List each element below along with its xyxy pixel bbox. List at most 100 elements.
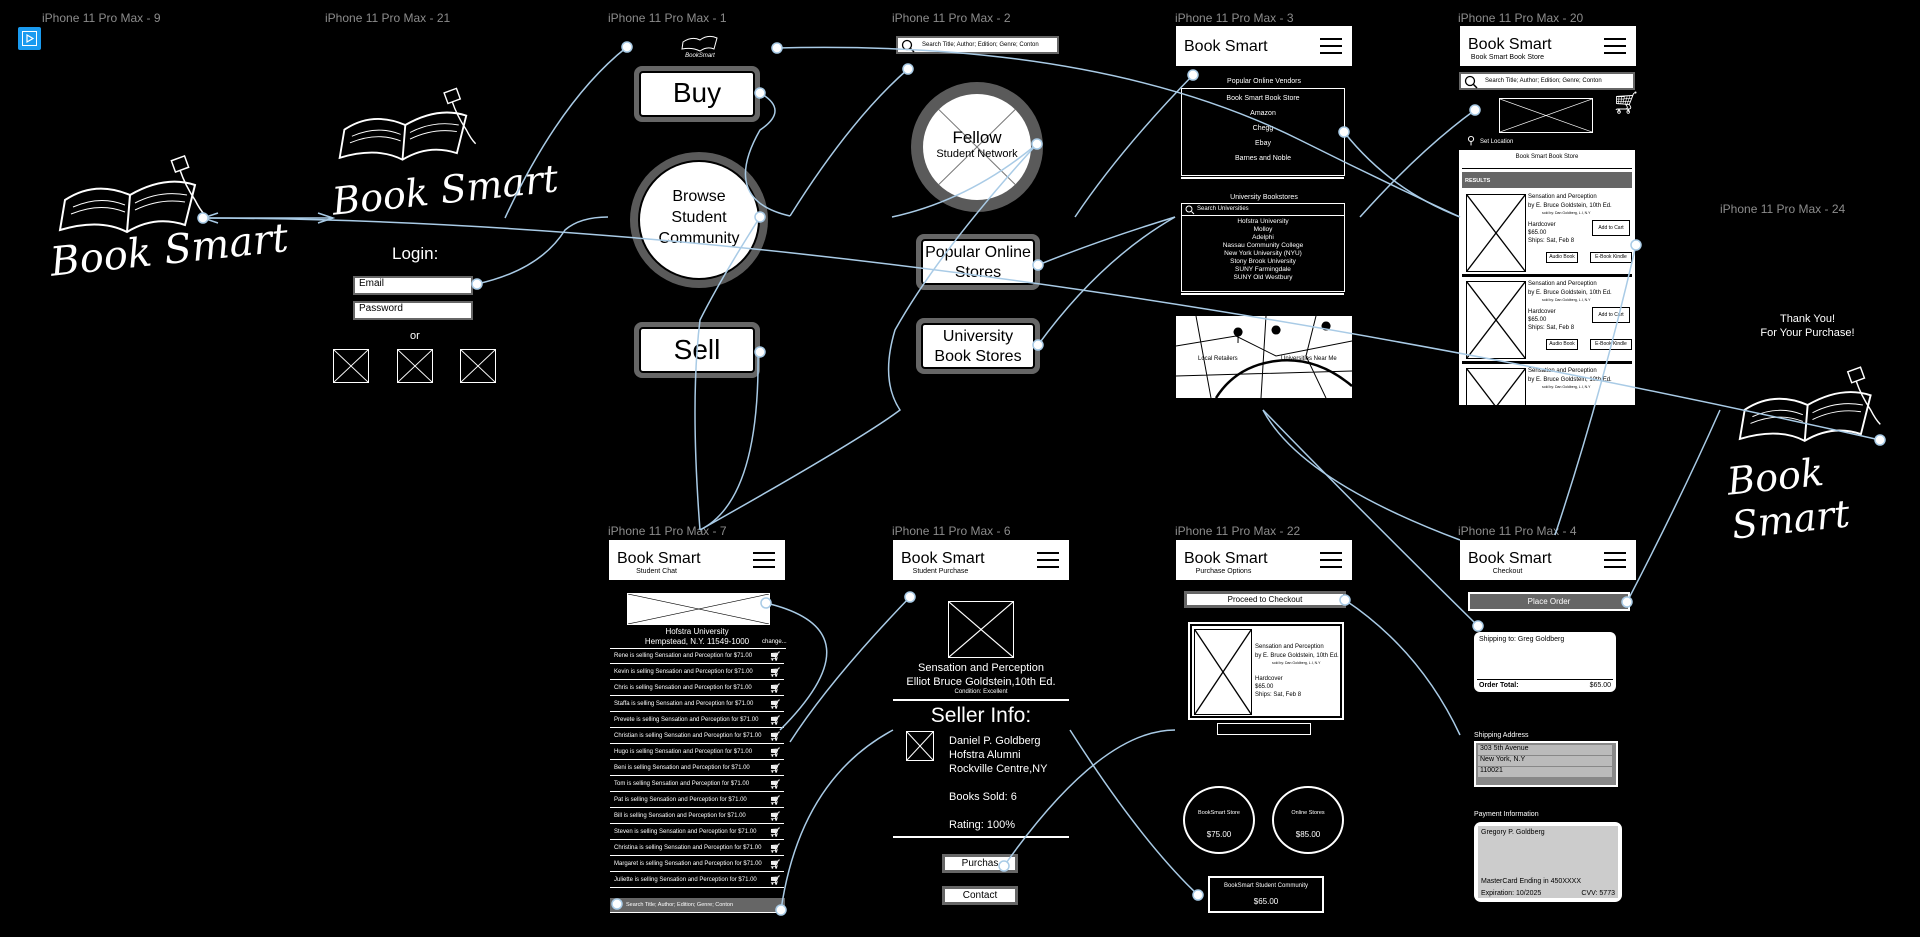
university-item[interactable]: SUNY Old Westbury: [1233, 274, 1293, 281]
play-icon: [22, 31, 37, 46]
menu-icon[interactable]: [1037, 552, 1059, 568]
change-link[interactable]: change...: [762, 639, 787, 645]
list-item[interactable]: Prevete is selling Sensation and Percept…: [610, 713, 784, 728]
list-item[interactable]: Beni is selling Sensation and Perception…: [610, 761, 784, 776]
vendor-item[interactable]: Ebay: [1255, 140, 1271, 147]
login-title: Login:: [392, 244, 439, 263]
university-item[interactable]: New York University (NYU): [1224, 250, 1302, 257]
university-item[interactable]: Hofstra University: [1237, 218, 1289, 225]
menu-icon[interactable]: [1604, 38, 1626, 54]
option-student-community[interactable]: BookSmart Student Community $65.00: [1208, 876, 1324, 913]
password-field[interactable]: Password: [353, 301, 473, 320]
university-bookstores-button[interactable]: University Book Stores: [916, 318, 1040, 374]
cart-icon: 🛒︎: [769, 683, 781, 693]
cart-icon: 🛒︎: [769, 875, 781, 885]
frame-label: iPhone 11 Pro Max - 7: [608, 524, 727, 538]
cart-icon: 🛒︎: [769, 763, 781, 773]
university-item[interactable]: Adelphi: [1252, 234, 1274, 241]
contact-button[interactable]: Contact: [942, 886, 1018, 905]
list-item[interactable]: Christian is selling Sensation and Perce…: [610, 729, 784, 744]
audio-book-button[interactable]: Audio Book: [1546, 252, 1578, 263]
frame-label: iPhone 11 Pro Max - 6: [892, 524, 1011, 538]
university-item[interactable]: Nassau Community College: [1222, 242, 1304, 249]
book-logo-icon: [338, 87, 477, 161]
list-item[interactable]: Rene is selling Sensation and Perception…: [610, 649, 784, 664]
browse-label: Browse Student Community: [658, 188, 740, 247]
divider-box: [1217, 723, 1311, 735]
list-item[interactable]: Staffa is selling Sensation and Percepti…: [610, 697, 784, 712]
list-item[interactable]: Chris is selling Sensation and Perceptio…: [610, 681, 784, 696]
vendor-item[interactable]: Amazon: [1250, 110, 1276, 117]
thank-you-text: Thank You! For Your Purchase!: [1760, 313, 1855, 339]
buy-button[interactable]: Buy: [634, 66, 760, 122]
cart-icon: 🛒︎: [769, 651, 781, 661]
product-card[interactable]: Sensation and Perception by E. Bruce Gol…: [1462, 364, 1632, 405]
shipping-address[interactable]: 303 5th Avenue New York, N.Y 110021: [1474, 741, 1618, 787]
list-item[interactable]: Christina is selling Sensation and Perce…: [610, 841, 784, 856]
university-item[interactable]: SUNY Farmingdale: [1235, 266, 1291, 273]
frame-label: iPhone 11 Pro Max - 3: [1175, 11, 1294, 25]
cart-icon: 🛒︎: [769, 843, 781, 853]
map-label: Local Retailers: [1198, 356, 1238, 362]
menu-icon[interactable]: [753, 552, 775, 568]
option-booksmart-store[interactable]: BookSmart Store $75.00: [1183, 786, 1255, 854]
list-item[interactable]: Juliette is selling Sensation and Percep…: [610, 873, 784, 888]
seller-rating: Rating: 100%: [949, 819, 1016, 831]
payment-card[interactable]: Gregory P. Goldberg MasterCard Ending in…: [1474, 822, 1622, 902]
section-title: Popular Online Vendors: [1227, 78, 1301, 85]
list-item[interactable]: Pat is selling Sensation and Perception …: [610, 793, 784, 808]
vendor-item[interactable]: Book Smart Book Store: [1226, 95, 1300, 102]
cart-icon: 🛒︎: [769, 811, 781, 821]
book-title: Sensation and Perception: [918, 662, 1044, 674]
cart-icon: 🛒︎: [769, 667, 781, 677]
play-button[interactable]: [18, 27, 41, 50]
menu-icon[interactable]: [1320, 552, 1342, 568]
social-login-button[interactable]: [333, 349, 369, 383]
place-order-button[interactable]: Place Order: [1468, 592, 1630, 611]
social-login-button[interactable]: [460, 349, 496, 383]
audio-book-button[interactable]: Audio Book: [1546, 339, 1578, 350]
list-item[interactable]: Bill is selling Sensation and Perception…: [610, 809, 784, 824]
university-list: Search Universities Hofstra University M…: [1181, 203, 1345, 292]
set-location[interactable]: Set Location: [1480, 139, 1514, 145]
map-label: Universities Near Me: [1281, 356, 1337, 362]
section-title: University Bookstores: [1230, 194, 1298, 201]
frame-label: iPhone 11 Pro Max - 24: [1720, 202, 1846, 216]
menu-icon[interactable]: [1604, 552, 1626, 568]
university-item[interactable]: Stony Brook University: [1230, 258, 1296, 265]
fellow-network-button[interactable]: Fellow Student Network: [911, 82, 1043, 212]
search-icon: [1185, 205, 1195, 215]
university-item[interactable]: Molloy: [1253, 226, 1273, 233]
app-header: Book Smart: [1176, 26, 1352, 66]
store-header: Book Smart Book Store: [1515, 154, 1579, 160]
list-item[interactable]: Margaret is selling Sensation and Percep…: [610, 857, 784, 872]
book-condition: Condition: Excellent: [954, 689, 1008, 695]
ebook-button[interactable]: E-Book Kindle: [1590, 252, 1632, 263]
add-to-cart-button[interactable]: Add to Cart: [1592, 220, 1630, 236]
list-item[interactable]: Steven is selling Sensation and Percepti…: [610, 825, 784, 840]
university-search[interactable]: Search Universities: [1182, 204, 1344, 216]
university-name: Hofstra University: [665, 627, 729, 636]
map-view[interactable]: Local Retailers Universities Near Me: [1176, 316, 1352, 398]
social-login-button[interactable]: [397, 349, 433, 383]
frame-label: iPhone 11 Pro Max - 1: [608, 11, 727, 25]
option-online-stores[interactable]: Online Stores $85.00: [1272, 786, 1344, 854]
small-logo: BookSmart: [680, 30, 720, 59]
book-author: Elliot Bruce Goldstein,10th Ed.: [906, 676, 1056, 688]
menu-icon[interactable]: [1320, 38, 1342, 54]
cart-icon[interactable]: 🛒︎: [1612, 90, 1640, 115]
cart-icon: 🛒︎: [769, 715, 781, 725]
location-pin-icon: ⚲: [1467, 135, 1476, 147]
list-item[interactable]: Tom is selling Sensation and Perception …: [610, 777, 784, 792]
search-bar[interactable]: Search Title; Author; Edition; Genre; Co…: [1459, 72, 1635, 90]
vendor-item[interactable]: Chegg: [1252, 125, 1274, 132]
cart-icon: 🛒︎: [769, 827, 781, 837]
vendor-item[interactable]: Barnes and Noble: [1234, 155, 1292, 162]
list-item[interactable]: Hugo is selling Sensation and Perception…: [610, 745, 784, 760]
search-bar[interactable]: Search Title; Author; Edition; Genre; Co…: [896, 36, 1059, 54]
app-header: Book Smart Checkout: [1460, 540, 1636, 580]
product-card[interactable]: Sensation and Perception by E. Bruce Gol…: [1188, 622, 1344, 720]
product-card[interactable]: Sensation and Perception by E. Bruce Gol…: [1462, 190, 1632, 277]
chat-search-bar[interactable]: Search Title; Author; Edition; Genre; Co…: [610, 898, 785, 913]
list-item[interactable]: Kevin is selling Sensation and Perceptio…: [610, 665, 784, 680]
